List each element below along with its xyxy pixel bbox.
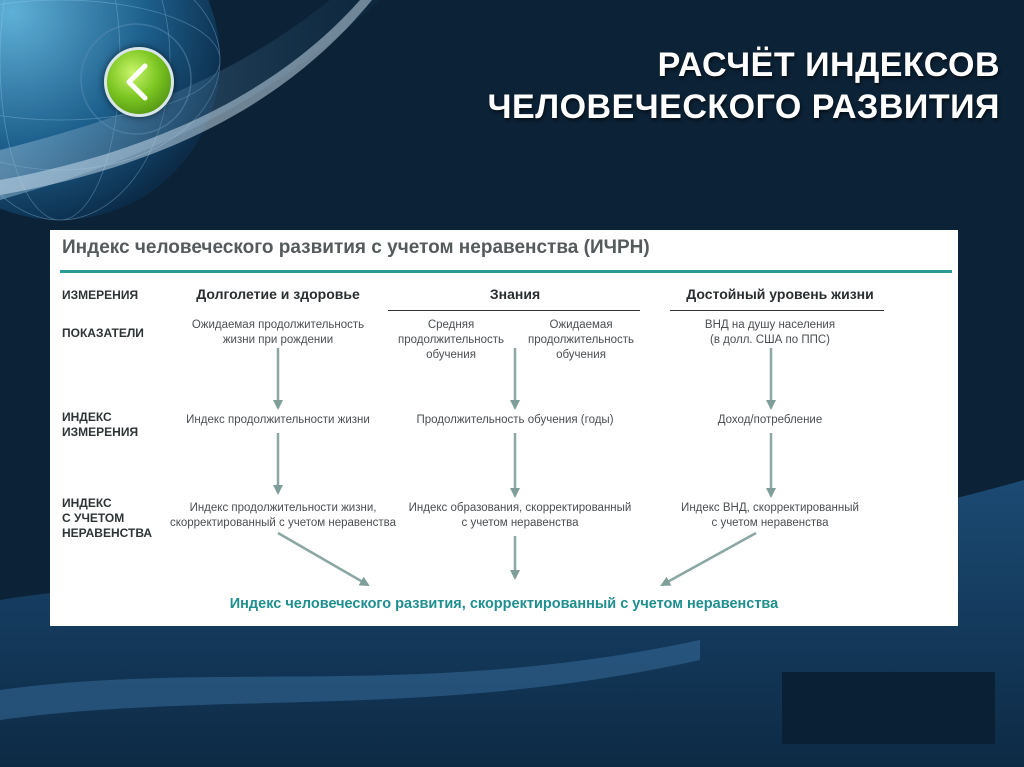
knowledge-header-rule <box>388 310 640 311</box>
cell-line: с учетом неравенства <box>711 517 829 529</box>
cell-line: Индекс ВНД, скорректированный <box>681 502 859 514</box>
diagram-panel: Индекс человеческого развития с учетом н… <box>50 230 958 626</box>
cell-line: скорректированный с учетом неравенства <box>169 517 397 529</box>
slide-title-line-1: РАСЧЁТ ИНДЕКСОВ <box>657 46 1000 84</box>
dimension-index-knowledge: Продолжительность обучения (годы) <box>416 414 614 426</box>
cell-line: Ожидаемая продолжительность <box>191 319 365 331</box>
dimension-index-living: Доход/потребление <box>717 414 823 426</box>
cell-line: продолжительность <box>397 334 505 346</box>
slide-title: РАСЧЁТ ИНДЕКСОВ ЧЕЛОВЕЧЕСКОГО РАЗВИТИЯ <box>370 44 1000 128</box>
cell-line: (в долл. США по ППС) <box>710 334 830 346</box>
column-header-health: Долголетие и здоровье <box>196 286 360 302</box>
final-index-label: Индекс человеческого развития, скорректи… <box>229 596 779 612</box>
column-header-knowledge: Знания <box>489 286 541 302</box>
chevron-left-icon <box>126 63 148 101</box>
dimension-index-health: Индекс продолжительности жизни <box>186 414 370 426</box>
row-label-line: ИЗМЕРЕНИЯ <box>62 425 139 439</box>
living-header-rule <box>670 310 884 311</box>
indicator-gni: ВНД на душу населения (в долл. США по ПП… <box>670 318 870 348</box>
title-divider <box>60 270 952 273</box>
row-label-line: ИНДЕКС <box>62 496 112 510</box>
column-header-living: Достойный уровень жизни <box>686 286 874 302</box>
slide-title-line-2: ЧЕЛОВЕЧЕСКОГО РАЗВИТИЯ <box>487 88 1000 126</box>
corner-decoration <box>782 672 995 744</box>
indicator-expected-schooling: Ожидаемая продолжительность обучения <box>516 318 646 363</box>
back-button[interactable] <box>104 47 174 117</box>
row-label-measurements: ИЗМЕРЕНИЯ <box>62 288 139 302</box>
cell-line: обучения <box>426 349 476 361</box>
indicator-mean-schooling: Средняя продолжительность обучения <box>386 318 516 363</box>
cell-line: продолжительность <box>527 334 635 346</box>
cell-line: с учетом неравенства <box>461 517 579 529</box>
arrow-living-final <box>660 531 757 587</box>
cell-line: Средняя <box>427 319 475 331</box>
cell-line: Ожидаемая <box>549 319 613 331</box>
adjusted-index-health: Индекс продолжительности жизни, скоррект… <box>158 501 408 531</box>
row-label-indicators: ПОКАЗАТЕЛИ <box>62 326 144 340</box>
cell-line: ВНД на душу населения <box>704 319 836 331</box>
row-label-line: ИНДЕКС <box>62 410 112 424</box>
row-label-adjusted-index: ИНДЕКС С УЧЕТОМ НЕРАВЕНСТВА <box>62 496 152 541</box>
row-label-dimension-index: ИНДЕКС ИЗМЕРЕНИЯ <box>62 410 138 440</box>
cell-line: Индекс продолжительности жизни, <box>189 502 377 514</box>
row-label-line: НЕРАВЕНСТВА <box>62 526 153 540</box>
diagram-title: Индекс человеческого развития с учетом н… <box>62 237 650 258</box>
adjusted-index-knowledge: Индекс образования, скорректированный с … <box>400 501 640 531</box>
adjusted-index-living: Индекс ВНД, скорректированный с учетом н… <box>670 501 870 531</box>
flow-arrows <box>273 348 776 587</box>
arrow-health-final <box>277 531 370 587</box>
indicator-life-expectancy: Ожидаемая продолжительность жизни при ро… <box>178 318 378 348</box>
row-label-line: С УЧЕТОМ <box>62 511 125 525</box>
cell-line: Индекс образования, скорректированный <box>408 502 632 514</box>
cell-line: обучения <box>556 349 606 361</box>
cell-line: жизни при рождении <box>222 334 334 346</box>
